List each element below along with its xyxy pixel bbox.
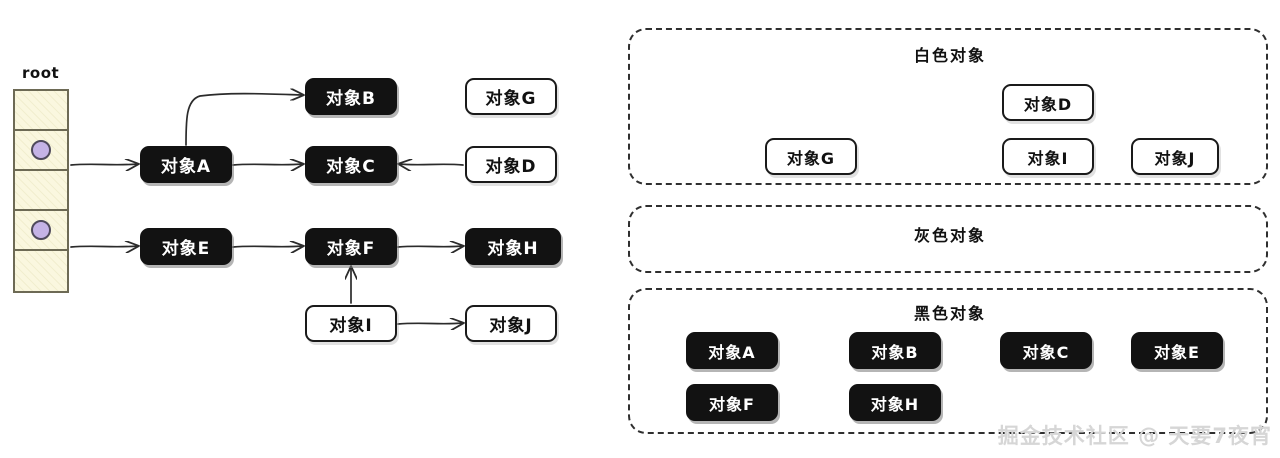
root-pointer-dot: [31, 220, 51, 240]
graph-node-j[interactable]: 对象J: [465, 305, 557, 342]
legend-node[interactable]: 对象A: [686, 332, 778, 369]
legend-node[interactable]: 对象C: [1000, 332, 1092, 369]
graph-node-g[interactable]: 对象G: [465, 78, 557, 115]
object-graph-panel: root: [0, 0, 615, 458]
root-slot-table: [13, 89, 69, 293]
root-slot-2: [15, 131, 67, 171]
graph-node-f[interactable]: 对象F: [305, 228, 397, 265]
legend-node[interactable]: 对象J: [1131, 138, 1219, 175]
graph-node-h[interactable]: 对象H: [465, 228, 561, 265]
root-slot-4: [15, 211, 67, 251]
legend-node[interactable]: 对象G: [765, 138, 857, 175]
graph-node-e[interactable]: 对象E: [140, 228, 232, 265]
graph-node-d[interactable]: 对象D: [465, 146, 557, 183]
tricolor-legend-panel: 白色对象对象G 对象D 对象I 对象J 灰色对象黑色对象对象A 对象B 对象C 对象E 对象F 对…: [620, 0, 1280, 458]
legend-node[interactable]: 对象I: [1002, 138, 1094, 175]
graph-node-i[interactable]: 对象I: [305, 305, 397, 342]
root-slot-3: [15, 171, 67, 211]
legend-group-title-white: 白色对象: [913, 46, 986, 65]
graph-node-c[interactable]: 对象C: [305, 146, 397, 183]
legend-group-title-gray: 灰色对象: [913, 226, 986, 245]
legend-group-title-black: 黑色对象: [913, 304, 986, 323]
legend-node[interactable]: 对象H: [849, 384, 941, 421]
legend-group-gray: [628, 205, 1268, 273]
legend-node[interactable]: 对象B: [849, 332, 941, 369]
root-slot-5: [15, 251, 67, 291]
graph-node-a[interactable]: 对象A: [140, 146, 232, 183]
graph-node-b[interactable]: 对象B: [305, 78, 397, 115]
legend-node[interactable]: 对象F: [686, 384, 778, 421]
root-label: root: [22, 64, 60, 82]
root-slot-1: [15, 91, 67, 131]
legend-node[interactable]: 对象E: [1131, 332, 1223, 369]
root-pointer-dot: [31, 140, 51, 160]
legend-node[interactable]: 对象D: [1002, 84, 1094, 121]
